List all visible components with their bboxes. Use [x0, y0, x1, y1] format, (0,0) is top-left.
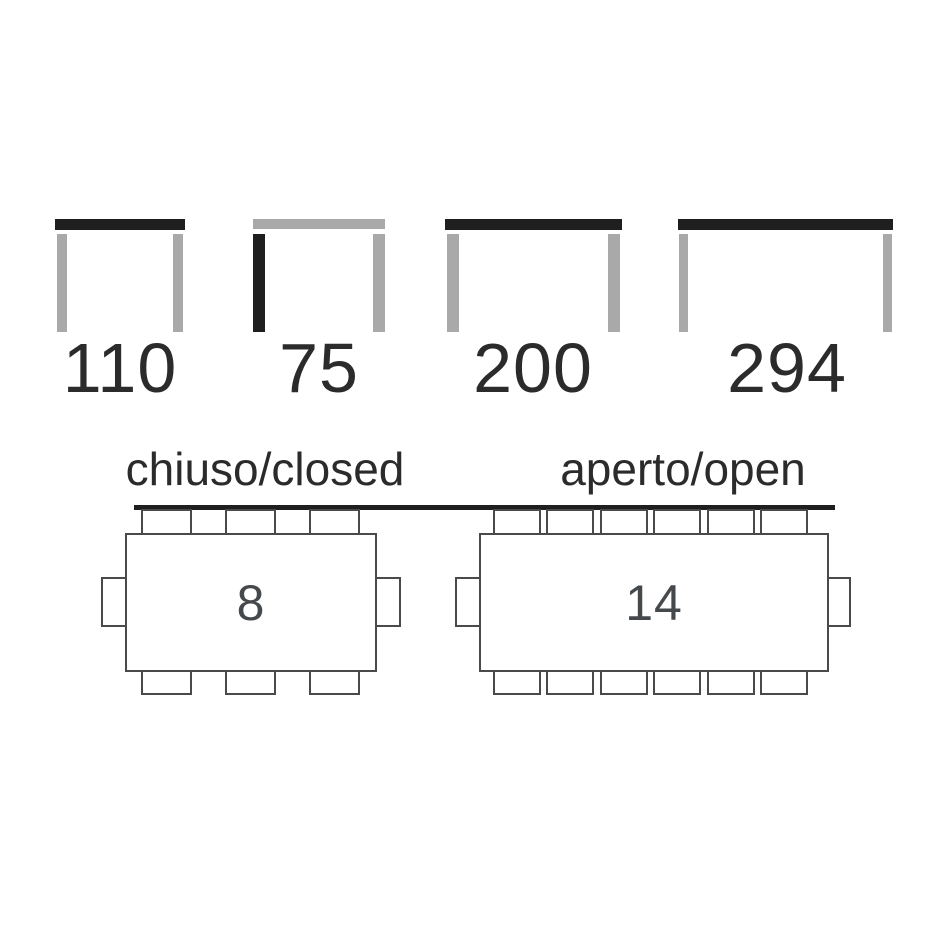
chair-open-bottom-6 — [760, 668, 808, 695]
dimension-label-height: 75 — [279, 329, 359, 407]
chair-closed-bottom-2 — [225, 668, 276, 695]
dimension-label-extended-width: 200 — [473, 329, 593, 407]
table-leg-left — [679, 234, 688, 332]
tabletop-bar — [678, 219, 893, 230]
chair-open-top-4 — [653, 509, 701, 536]
section-label-open: aperto/open — [560, 443, 806, 495]
chair-closed-top-1 — [141, 509, 192, 536]
chair-open-bottom-1 — [493, 668, 541, 695]
chair-open-top-1 — [493, 509, 541, 536]
capacity-label-closed: 8 — [236, 574, 266, 631]
table-leg-right — [373, 234, 385, 332]
chair-closed-top-3 — [309, 509, 360, 536]
chair-open-bottom-5 — [707, 668, 755, 695]
chair-closed-left — [101, 577, 128, 627]
plan-table-closed: 8 — [125, 533, 377, 672]
chair-open-left — [455, 577, 482, 627]
tabletop-bar — [445, 219, 622, 230]
chair-open-top-6 — [760, 509, 808, 536]
table-leg-right — [883, 234, 892, 332]
side-view-width-max — [678, 219, 893, 334]
table-leg-left — [57, 234, 67, 332]
dimension-label-max-width: 294 — [727, 329, 847, 407]
side-view-width-extended — [445, 219, 622, 334]
tabletop-bar — [253, 219, 385, 229]
chair-open-bottom-4 — [653, 668, 701, 695]
section-label-closed: chiuso/closed — [125, 443, 405, 495]
chair-open-top-3 — [600, 509, 648, 536]
chair-open-bottom-3 — [600, 668, 648, 695]
capacity-label-open: 14 — [625, 574, 683, 631]
chair-closed-right — [374, 577, 401, 627]
side-view-width-closed — [55, 219, 185, 334]
side-view-height — [253, 219, 385, 334]
table-leg-left — [447, 234, 459, 332]
chair-closed-bottom-3 — [309, 668, 360, 695]
dimension-label-closed-width: 110 — [62, 329, 178, 407]
chair-closed-top-2 — [225, 509, 276, 536]
table-leg-left — [253, 234, 265, 332]
table-leg-right — [608, 234, 620, 332]
section-underline — [134, 505, 835, 510]
tabletop-bar — [55, 219, 185, 230]
chair-open-top-2 — [546, 509, 594, 536]
chair-closed-bottom-1 — [141, 668, 192, 695]
chair-open-right — [826, 577, 851, 627]
plan-table-open: 14 — [479, 533, 829, 672]
chair-open-top-5 — [707, 509, 755, 536]
chair-open-bottom-2 — [546, 668, 594, 695]
table-leg-right — [173, 234, 183, 332]
